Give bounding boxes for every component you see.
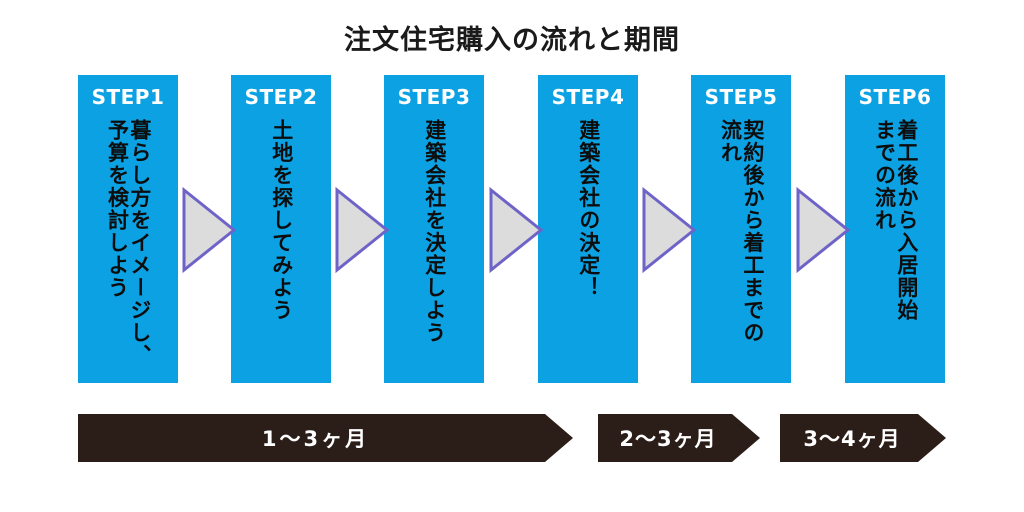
timeline-bar-label-1: 1～3ヶ月 bbox=[261, 427, 370, 451]
arrow-step2-step3 bbox=[334, 186, 390, 274]
step-box-3[interactable]: STEP3 建築会社を決定しよう bbox=[384, 75, 484, 383]
step-text-1: 暮らし方をイメージし、予算を検討しよう bbox=[78, 119, 178, 377]
step-text-line: までの流れ bbox=[872, 119, 897, 232]
step-box-4[interactable]: STEP4 建築会社の決定！ bbox=[538, 75, 638, 383]
step-label-3: STEP3 bbox=[397, 85, 471, 109]
step-text-line: 土地を探してみよう bbox=[269, 119, 294, 322]
step-label-2: STEP2 bbox=[244, 85, 318, 109]
arrow-step5-step6 bbox=[795, 186, 851, 274]
step-box-5[interactable]: STEP5 契約後から着工までの流れ bbox=[691, 75, 791, 383]
timeline-bar-label-3: 3～4ヶ月 bbox=[803, 427, 901, 451]
step-text-5: 契約後から着工までの流れ bbox=[691, 119, 791, 377]
arrow-step4-step5 bbox=[641, 186, 697, 274]
step-text-line: 予算を検討しよう bbox=[105, 119, 130, 299]
step-text-line: 建築会社を決定しよう bbox=[422, 119, 447, 344]
step-box-2[interactable]: STEP2 土地を探してみよう bbox=[231, 75, 331, 383]
step-text-line: 着工後から入居開始 bbox=[894, 119, 919, 322]
step-text-6: 着工後から入居開始までの流れ bbox=[845, 119, 945, 377]
step-box-6[interactable]: STEP6 着工後から入居開始までの流れ bbox=[845, 75, 945, 383]
arrow-step3-step4 bbox=[488, 186, 544, 274]
timeline-bar-label-2: 2～3ヶ月 bbox=[619, 427, 717, 451]
arrow-step1-step2 bbox=[181, 186, 237, 274]
step-text-line: 契約後から着工までの bbox=[740, 119, 765, 344]
step-box-1[interactable]: STEP1 暮らし方をイメージし、予算を検討しよう bbox=[78, 75, 178, 383]
step-label-5: STEP5 bbox=[704, 85, 778, 109]
step-label-1: STEP1 bbox=[91, 85, 165, 109]
step-text-2: 土地を探してみよう bbox=[231, 119, 331, 377]
step-text-3: 建築会社を決定しよう bbox=[384, 119, 484, 377]
step-label-6: STEP6 bbox=[858, 85, 932, 109]
step-label-4: STEP4 bbox=[551, 85, 625, 109]
step-text-4: 建築会社の決定！ bbox=[538, 119, 638, 377]
timeline-bar-2[interactable]: 2～3ヶ月 bbox=[598, 414, 760, 462]
timeline-bar-3[interactable]: 3～4ヶ月 bbox=[780, 414, 946, 462]
step-text-line: 建築会社の決定！ bbox=[576, 119, 601, 299]
timeline-bar-1[interactable]: 1～3ヶ月 bbox=[78, 414, 573, 462]
step-text-line: 暮らし方をイメージし、 bbox=[127, 119, 152, 367]
page-title: 注文住宅購入の流れと期間 bbox=[344, 25, 680, 56]
step-text-line: 流れ bbox=[718, 119, 743, 164]
